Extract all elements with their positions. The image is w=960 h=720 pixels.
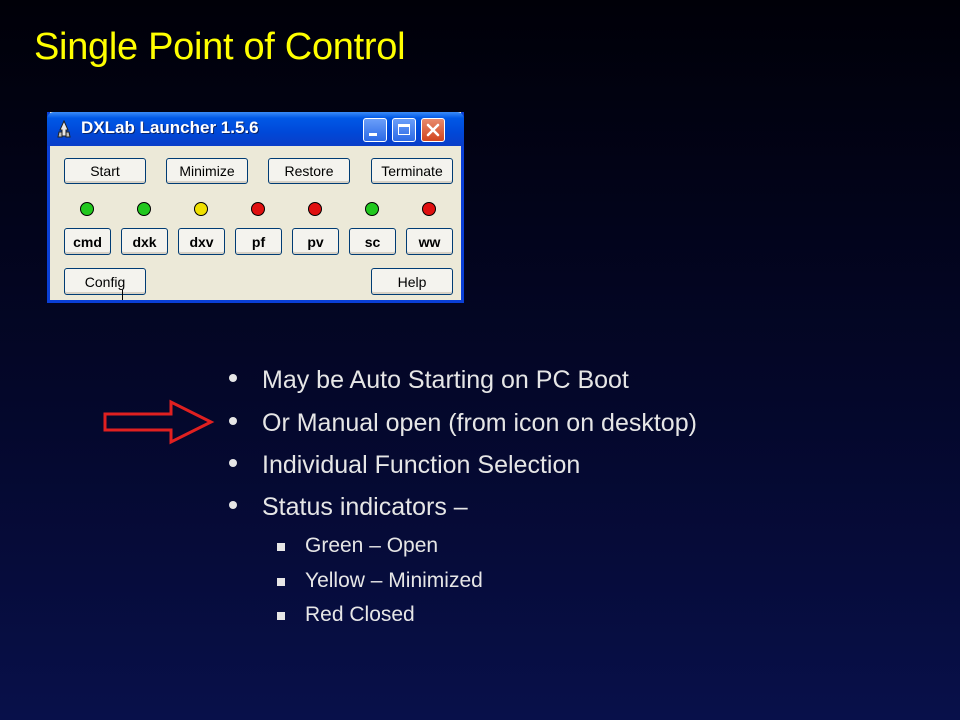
sub-bullet-item: Green – Open bbox=[305, 534, 439, 557]
start-button[interactable]: Start bbox=[64, 158, 146, 184]
restore-button[interactable]: Restore bbox=[268, 158, 350, 184]
status-led-pf bbox=[251, 202, 265, 216]
terminate-button[interactable]: Terminate bbox=[371, 158, 453, 184]
minimize-icon bbox=[369, 133, 377, 136]
slide-title: Single Point of Control bbox=[34, 26, 406, 68]
bullet-dot bbox=[229, 501, 237, 509]
app-button-pv[interactable]: pv bbox=[292, 228, 339, 255]
window-title: DXLab Launcher 1.5.6 bbox=[81, 118, 259, 137]
maximize-window-button[interactable] bbox=[392, 118, 416, 142]
bullet-dot bbox=[229, 459, 237, 467]
bullet-item: Or Manual open (from icon on desktop) bbox=[262, 409, 697, 437]
bullet-item: Status indicators – bbox=[262, 493, 468, 521]
status-led-dxv bbox=[194, 202, 208, 216]
close-icon bbox=[426, 123, 440, 137]
sub-bullet-square bbox=[277, 612, 285, 620]
title-bar[interactable]: DXLab Launcher 1.5.6 bbox=[47, 112, 464, 146]
app-button-dxk[interactable]: dxk bbox=[121, 228, 168, 255]
sub-bullet-square bbox=[277, 578, 285, 586]
bullet-item: Individual Function Selection bbox=[262, 451, 581, 479]
app-button-ww[interactable]: ww bbox=[406, 228, 453, 255]
red-arrow-icon bbox=[103, 399, 215, 445]
minimize-button[interactable]: Minimize bbox=[166, 158, 248, 184]
minimize-window-button[interactable] bbox=[363, 118, 387, 142]
config-button[interactable]: Config bbox=[64, 268, 146, 295]
launcher-window: DXLab Launcher 1.5.6 Start Minimize Rest… bbox=[47, 112, 464, 303]
sub-bullet-item: Yellow – Minimized bbox=[305, 569, 483, 592]
close-window-button[interactable] bbox=[421, 118, 445, 142]
bullet-dot bbox=[229, 417, 237, 425]
mouse-cursor bbox=[122, 290, 123, 300]
status-led-sc bbox=[365, 202, 379, 216]
status-led-cmd bbox=[80, 202, 94, 216]
bullet-dot bbox=[229, 374, 237, 382]
sub-bullet-square bbox=[277, 543, 285, 551]
bullet-item: May be Auto Starting on PC Boot bbox=[262, 366, 629, 394]
app-button-sc[interactable]: sc bbox=[349, 228, 396, 255]
maximize-icon bbox=[398, 124, 410, 135]
status-led-pv bbox=[308, 202, 322, 216]
status-led-ww bbox=[422, 202, 436, 216]
launcher-app-icon[interactable] bbox=[55, 120, 73, 138]
app-button-dxv[interactable]: dxv bbox=[178, 228, 225, 255]
help-button[interactable]: Help bbox=[371, 268, 453, 295]
status-led-dxk bbox=[137, 202, 151, 216]
app-button-pf[interactable]: pf bbox=[235, 228, 282, 255]
sub-bullet-item: Red Closed bbox=[305, 603, 415, 626]
app-button-cmd[interactable]: cmd bbox=[64, 228, 111, 255]
